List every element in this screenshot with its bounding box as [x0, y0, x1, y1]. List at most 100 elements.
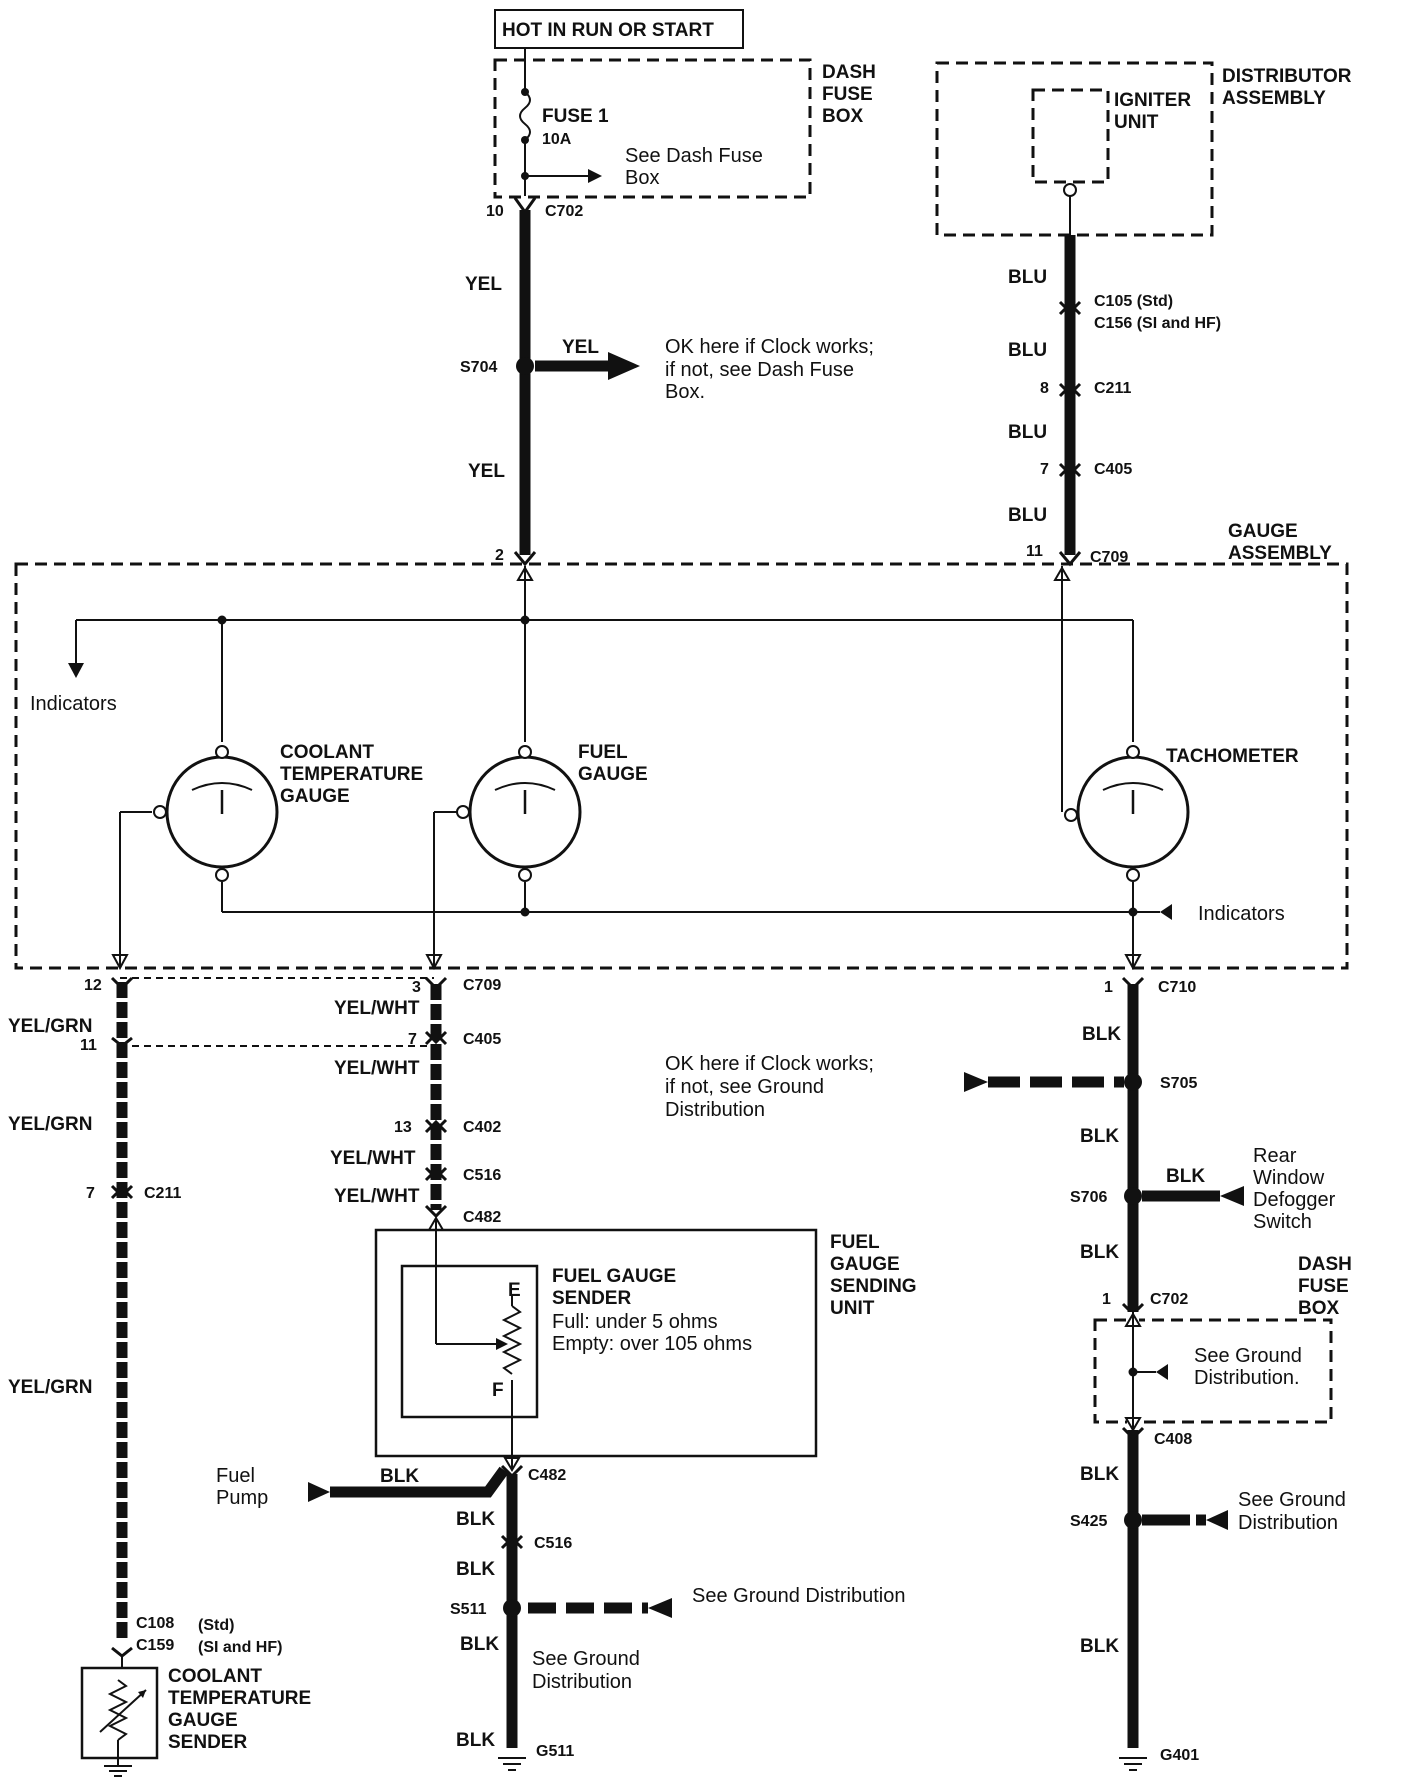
yel-wht-label-2: YEL/WHT	[334, 1058, 420, 1079]
fuel-pump-label-2: Pump	[216, 1487, 268, 1509]
pin-3-label: 3	[412, 979, 421, 996]
c408-label: C408	[1154, 1431, 1192, 1448]
pin-11-label: 11	[1026, 543, 1043, 560]
coolant-sender-label-1: COOLANT	[168, 1666, 262, 1687]
yel-label-2: YEL	[468, 461, 505, 482]
coolant-sender-label-3: GAUGE	[168, 1710, 238, 1731]
s705-splice	[1124, 1073, 1142, 1091]
s511-label: S511	[450, 1601, 487, 1618]
distributor-assembly-box	[935, 61, 1214, 237]
coolant-gauge-label-1: COOLANT	[280, 742, 374, 763]
c710-label: C710	[1158, 979, 1196, 996]
yel-label-1: YEL	[465, 274, 502, 295]
pin-1-c702-label: 1	[1102, 1291, 1111, 1308]
c402-label: C402	[463, 1119, 501, 1136]
blk-gnd-label-1: BLK	[1082, 1024, 1121, 1045]
fuel-pump-label-1: Fuel	[216, 1465, 255, 1487]
coolant-temp-sender	[80, 1666, 159, 1760]
c702-top-label: C702	[545, 203, 583, 220]
c159-label: C159	[136, 1637, 174, 1654]
fuel-gauge	[456, 745, 582, 882]
see-ground-s425-2: Distribution	[1238, 1512, 1338, 1534]
dash-fuse-box-lower	[1093, 1318, 1333, 1424]
c709-fuel-label: C709	[463, 977, 501, 994]
see-ground-box-2: Distribution.	[1194, 1367, 1300, 1389]
indicators-left-label: Indicators	[30, 693, 117, 715]
blk-s706-label: BLK	[1166, 1166, 1205, 1187]
igniter-label-2: UNIT	[1114, 112, 1159, 133]
fuel-pump-blk-wire	[330, 1466, 509, 1498]
yel-grn-label-2: YEL/GRN	[8, 1114, 92, 1135]
fuse-1-rating: 10A	[542, 131, 572, 148]
c105-label: C105 (Std)	[1094, 293, 1173, 310]
g511-label: G511	[536, 1743, 574, 1760]
fuse-1-symbol	[519, 68, 602, 196]
pin-13-label: 13	[394, 1119, 412, 1136]
c709-top-label: C709	[1090, 549, 1128, 566]
c108-note: (Std)	[198, 1617, 234, 1634]
fuel-sending-unit-box	[374, 1228, 818, 1458]
rear-window-label-1: Rear	[1253, 1145, 1297, 1167]
rear-window-label-4: Switch	[1253, 1211, 1312, 1233]
dash-fuse-lower-2: FUSE	[1298, 1276, 1349, 1297]
blk-fuel-label-2: BLK	[456, 1559, 495, 1580]
coolant-temp-gauge	[153, 745, 279, 882]
dash-fuse-lower-3: BOX	[1298, 1298, 1340, 1319]
dash-fuse-lower-1: DASH	[1298, 1254, 1352, 1275]
fuel-sender-title-2: SENDER	[552, 1288, 631, 1309]
coolant-gauge-label-2: TEMPERATURE	[280, 764, 423, 785]
fuel-sender-f: F	[492, 1380, 504, 1401]
coolant-gauge-label-3: GAUGE	[280, 786, 350, 807]
see-dash-fuse-2: Box	[625, 167, 659, 189]
s425-splice	[1124, 1511, 1142, 1529]
pin-11-coolant-label: 11	[80, 1037, 97, 1054]
fuel-sender-rheostat	[427, 1216, 523, 1472]
s704-splice	[516, 357, 534, 375]
fuel-sender-e: E	[508, 1280, 521, 1301]
blk-gnd-label-4: BLK	[1080, 1464, 1119, 1485]
dash-fuse-box-label-3: BOX	[822, 106, 864, 127]
see-ground-fuel-2b: Distribution	[532, 1671, 632, 1693]
yel-wht-label-4: YEL/WHT	[334, 1186, 420, 1207]
blk-fuel-label-4: BLK	[456, 1730, 495, 1751]
hot-in-run-box	[494, 9, 744, 49]
c516-top-label: C516	[463, 1167, 501, 1184]
fuel-sending-unit-label-2: GAUGE	[830, 1254, 900, 1275]
dash-fuse-box-label-1: DASH	[822, 62, 876, 83]
pin-8-label: 8	[1040, 380, 1049, 397]
distributor-label-1: DISTRIBUTOR	[1222, 66, 1352, 87]
pin-1-c710-label: 1	[1104, 979, 1113, 996]
blk-gnd-label-5: BLK	[1080, 1636, 1119, 1657]
indicators-right-label: Indicators	[1198, 903, 1285, 925]
ok-clock-fuse-3: Box.	[665, 381, 705, 403]
blk-gnd-label-2: BLK	[1080, 1126, 1119, 1147]
fuse-1-label: FUSE 1	[542, 106, 609, 127]
ground-symbol-g511	[498, 1757, 526, 1771]
c211-dist-label: C211	[1094, 380, 1131, 397]
s704-label: S704	[460, 359, 497, 376]
fuel-gauge-sender-box	[400, 1264, 539, 1419]
pin-7-fuel-label: 7	[408, 1031, 417, 1048]
tachometer-label: TACHOMETER	[1166, 746, 1299, 767]
c159-note: (SI and HF)	[198, 1639, 282, 1656]
tachometer-gauge	[1064, 745, 1190, 882]
c405-fuel-label: C405	[463, 1031, 501, 1048]
fuel-sending-unit-label-1: FUEL	[830, 1232, 880, 1253]
c156-label: C156 (SI and HF)	[1094, 315, 1221, 332]
yel-grn-label-3: YEL/GRN	[8, 1377, 92, 1398]
ok-clock-ground-3: Distribution	[665, 1099, 765, 1121]
gauge-assembly-label-2: ASSEMBLY	[1228, 543, 1332, 564]
blu-label-3: BLU	[1008, 422, 1047, 443]
see-ground-box-1: See Ground	[1194, 1345, 1302, 1367]
s705-label: S705	[1160, 1075, 1197, 1092]
fuel-sending-unit-label-4: UNIT	[830, 1298, 875, 1319]
c405-dist-label: C405	[1094, 461, 1132, 478]
see-dash-fuse-1: See Dash Fuse	[625, 145, 763, 167]
coolant-sender-label-4: SENDER	[168, 1732, 247, 1753]
pin-7-coolant-label: 7	[86, 1185, 95, 1202]
gauge-internal-wiring	[68, 566, 1172, 971]
dash-fuse-box-top	[493, 58, 812, 199]
c211-coolant-label: C211	[144, 1185, 181, 1202]
c702-lower-label: C702	[1150, 1291, 1188, 1308]
